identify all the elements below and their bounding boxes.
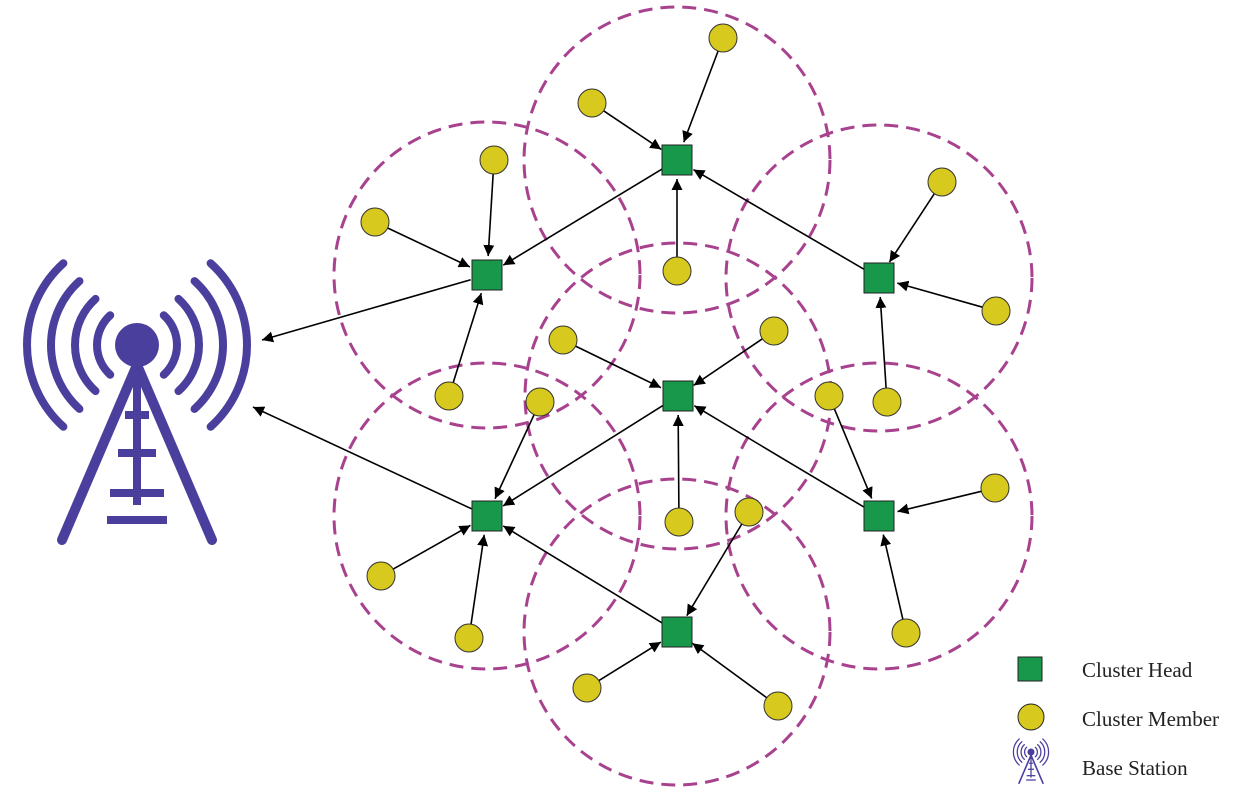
cluster-head-2 — [661, 144, 693, 176]
cluster-member-14 — [664, 507, 694, 537]
cluster-head-1 — [471, 259, 503, 291]
member-link-19 — [880, 534, 904, 620]
member-link-6 — [897, 280, 983, 308]
member-link-16 — [897, 490, 982, 515]
cluster-member-18 — [454, 623, 484, 653]
member-link-9 — [693, 338, 763, 387]
cluster-boundary-3 — [724, 123, 1034, 433]
cluster-boundary-5 — [332, 361, 642, 671]
cluster-boundary-2 — [522, 5, 832, 315]
cluster-member-15 — [734, 497, 764, 527]
cluster-member-4 — [360, 207, 390, 237]
legend-cluster-member-label: Cluster Member — [1082, 707, 1219, 731]
cluster-member-6 — [981, 296, 1011, 326]
head-link-2 — [693, 168, 865, 271]
cluster-head-5 — [471, 500, 503, 532]
cluster-head-6 — [863, 500, 895, 532]
member-link-4 — [387, 227, 471, 268]
cluster-member-11 — [525, 387, 555, 417]
cluster-heads — [471, 144, 895, 648]
member-link-1 — [682, 50, 719, 143]
links — [252, 50, 983, 699]
cluster-member-19 — [891, 618, 921, 648]
cluster-member-7 — [662, 256, 692, 286]
cluster-member-21 — [763, 691, 793, 721]
member-link-17 — [392, 524, 471, 570]
cluster-member-20 — [572, 673, 602, 703]
cluster-member-8 — [548, 325, 578, 355]
legend-base-station-label: Base Station — [1082, 756, 1188, 780]
head-link-5 — [502, 525, 663, 624]
head-link-4 — [693, 405, 865, 508]
cluster-member-10 — [434, 381, 464, 411]
member-link-20 — [598, 641, 662, 682]
member-link-21 — [691, 642, 768, 699]
member-link-3 — [483, 173, 495, 257]
member-link-2 — [603, 110, 662, 151]
cluster-head-3 — [863, 262, 895, 294]
member-link-14 — [672, 414, 684, 509]
cluster-head-4 — [662, 380, 694, 412]
cluster-members — [360, 23, 1011, 721]
cluster-boundary-6 — [724, 361, 1034, 671]
cluster-boundary-1 — [332, 120, 642, 430]
cluster-head-7 — [661, 616, 693, 648]
cluster-boundary-7 — [522, 477, 832, 787]
legend-cluster-head-icon — [1017, 656, 1043, 682]
legend-cluster-member-icon — [1017, 703, 1045, 731]
member-link-12 — [833, 408, 873, 499]
cluster-member-12 — [814, 381, 844, 411]
cluster-member-17 — [366, 561, 396, 591]
head-link-3 — [502, 404, 665, 507]
cluster-member-1 — [708, 23, 738, 53]
cluster-member-2 — [577, 88, 607, 118]
base-station-link-2 — [252, 406, 472, 510]
member-link-10 — [452, 292, 484, 383]
member-link-5 — [888, 193, 935, 263]
head-link-1 — [502, 168, 663, 266]
member-link-15 — [686, 523, 743, 617]
cluster-member-3 — [479, 145, 509, 175]
cluster-member-5 — [927, 167, 957, 197]
member-link-13 — [875, 296, 887, 389]
base-station-icon — [23, 259, 251, 545]
legend: Cluster Head Cluster Member Base Station — [1012, 656, 1219, 785]
member-link-8 — [575, 345, 662, 389]
cluster-member-16 — [980, 473, 1010, 503]
legend-cluster-head-label: Cluster Head — [1082, 658, 1193, 682]
member-link-11 — [494, 414, 535, 500]
legend-base-station-icon — [1012, 738, 1050, 785]
cluster-member-9 — [759, 316, 789, 346]
member-link-18 — [470, 534, 489, 625]
cluster-member-13 — [872, 387, 902, 417]
base-station-link-1 — [261, 278, 471, 343]
